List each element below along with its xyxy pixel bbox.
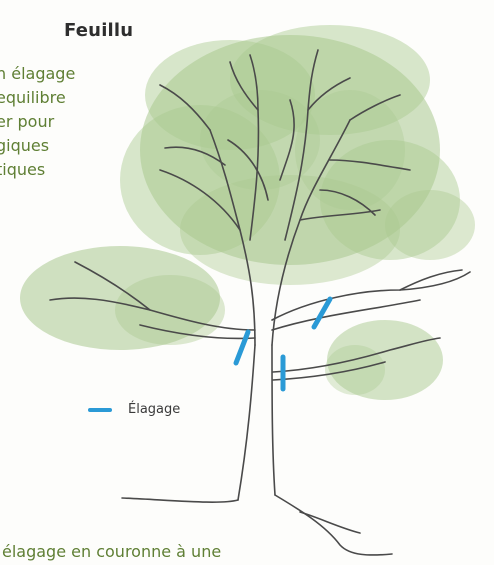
pruning-mark-left	[236, 332, 248, 363]
legend: Élagage	[88, 402, 180, 417]
side-description: n élagage equilibre er pour giques tique…	[0, 62, 136, 182]
side-text-line: giques	[0, 134, 136, 158]
side-text-line: er pour	[0, 110, 136, 134]
bottom-caption: élagage en couronne à une	[2, 542, 221, 561]
side-text-line: equilibre	[0, 86, 136, 110]
legend-swatch	[88, 408, 112, 412]
legend-label: Élagage	[128, 402, 180, 417]
side-text-line: n élagage	[0, 62, 136, 86]
pruning-mark-upper-right	[314, 299, 330, 327]
diagram-title: Feuillu	[64, 20, 133, 41]
side-text-line: tiques	[0, 158, 136, 182]
